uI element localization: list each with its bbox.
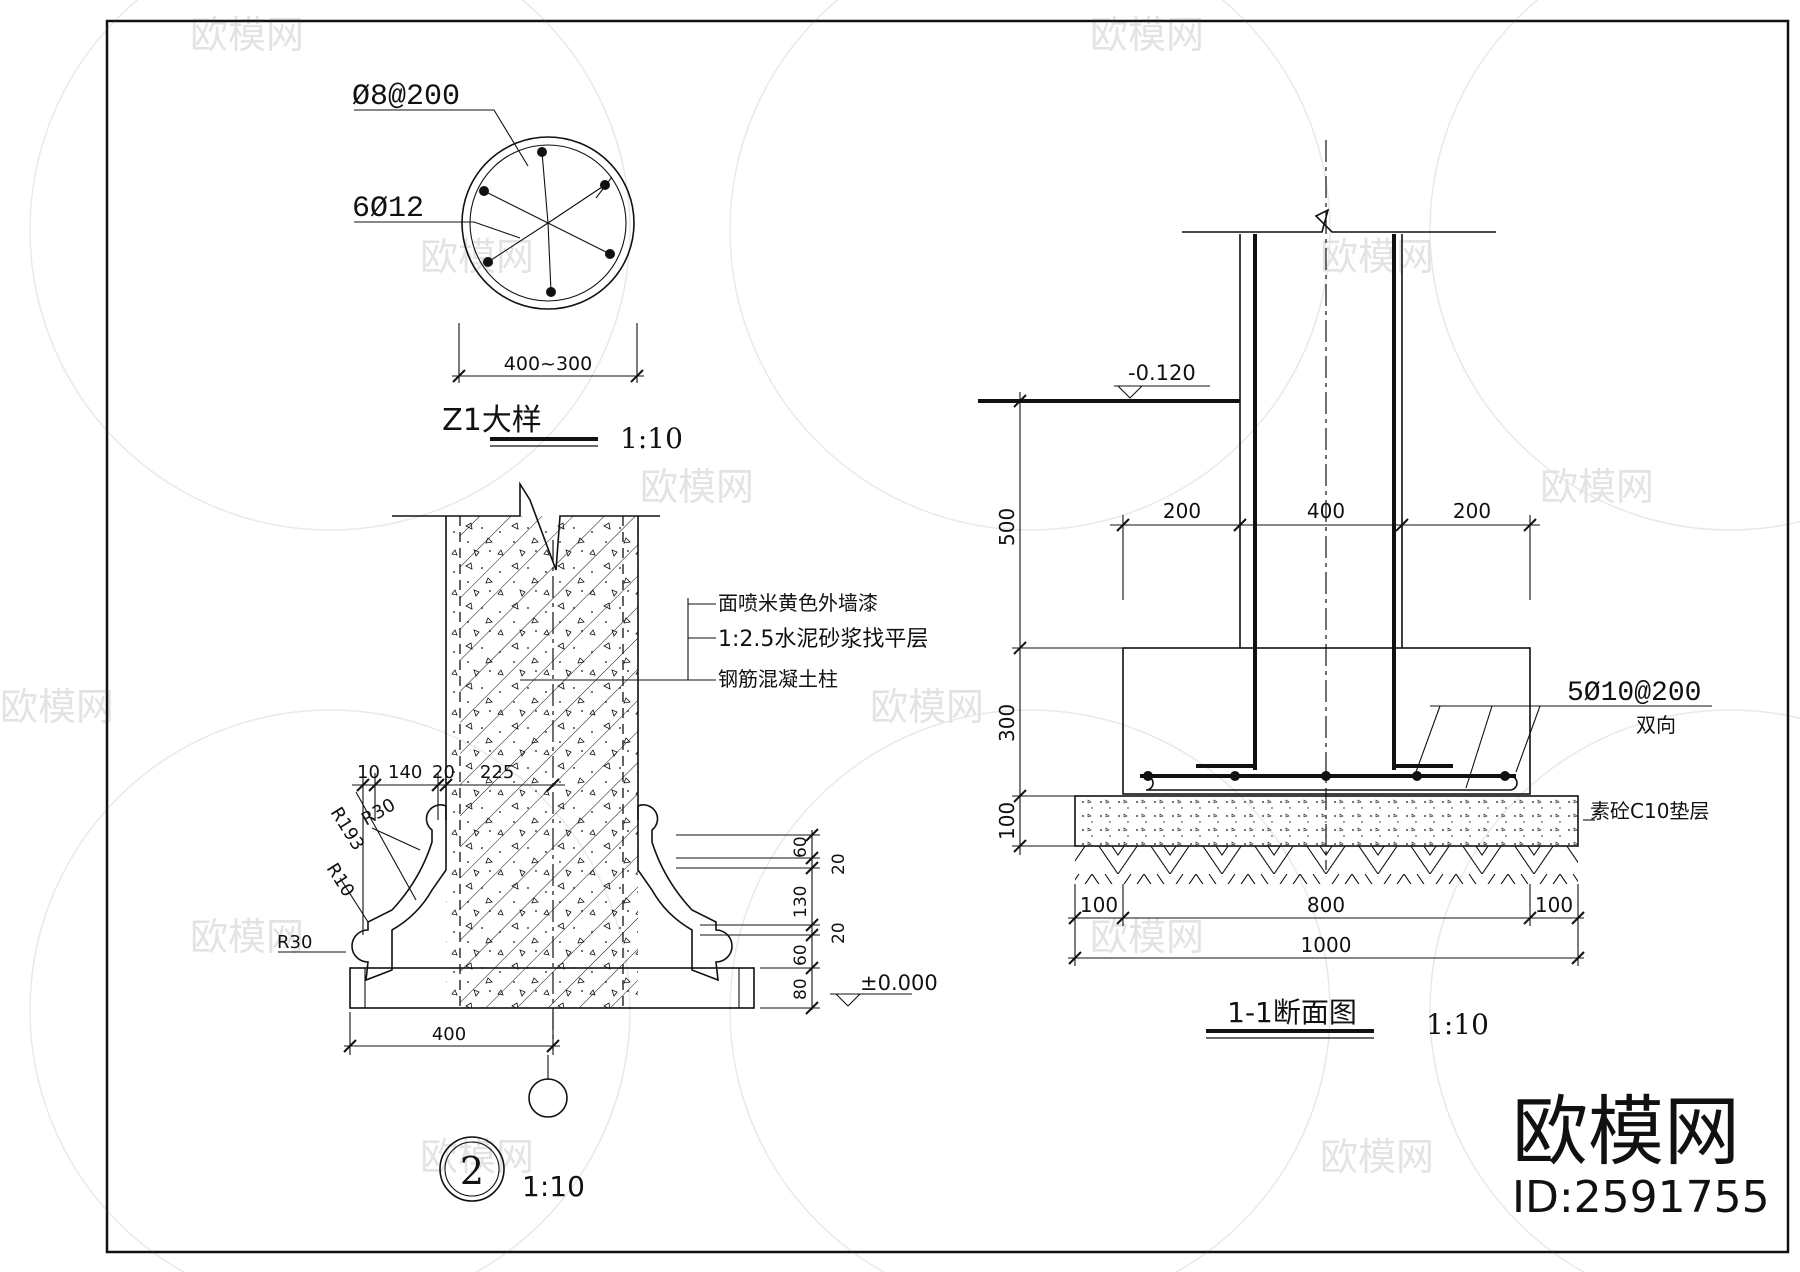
dim-bottom-100-right: 100 — [1535, 893, 1573, 917]
watermark-id: ID:2591755 — [1512, 1172, 1770, 1223]
dim-left-300: 300 — [995, 704, 1019, 742]
detail-number: 2 — [460, 1149, 484, 1193]
detail-z1: Ø8@200 6Ø12 400~300 Z1大样 1:10 — [352, 80, 683, 455]
footing-rebar-label: 5Ø10@200 — [1567, 678, 1701, 709]
footing-rebar-note: 双向 — [1636, 713, 1676, 737]
section-scale: 1:10 — [1426, 1008, 1489, 1041]
watermark-text: 欧模网 — [190, 13, 304, 57]
radius-r10: R10 — [322, 860, 359, 901]
dim-top-200-right: 200 — [1453, 499, 1491, 523]
dim-right-20: 20 — [829, 853, 849, 875]
radius-r30-top: R30 — [358, 794, 399, 830]
z1-stirrup-label: Ø8@200 — [352, 80, 460, 114]
z1-diameter-dim: 400~300 — [504, 353, 592, 375]
dim-top-10: 10 — [357, 762, 380, 783]
dim-top-225: 225 — [480, 762, 514, 783]
dim-left-500: 500 — [995, 508, 1019, 546]
watermark-text: 欧模网 — [640, 465, 754, 509]
level-minus-0120: -0.120 — [1128, 361, 1196, 385]
dim-bottom-400: 400 — [432, 1024, 466, 1045]
watermark-text: 欧模网 — [1090, 13, 1204, 57]
watermark-brand: 欧模网 — [1512, 1087, 1740, 1176]
drawing-frame — [105, 19, 1790, 1254]
watermark-text: 欧模网 — [870, 685, 984, 729]
level-zero: ±0.000 — [860, 971, 938, 995]
section-1-1: -0.120 5Ø10@200 双向 素砼C10垫层 — [978, 140, 1712, 1041]
watermark-block: 欧模网 ID:2591755 — [1512, 1087, 1770, 1223]
dim-top-20: 20 — [432, 762, 455, 783]
watermark-text: 欧模网 — [1320, 235, 1434, 279]
bed-label: 素砼C10垫层 — [1590, 799, 1709, 823]
radius-r30-bottom: R30 — [277, 932, 312, 953]
dim-right-60b: 60 — [791, 944, 811, 966]
note-mortar: 1:2.5水泥砂浆找平层 — [718, 627, 928, 652]
detail-2-column-base: 10 140 20 225 R193 R30 R10 R30 60 20 130… — [277, 481, 938, 1203]
dim-right-130: 130 — [791, 886, 811, 918]
dim-right-60: 60 — [791, 836, 811, 858]
note-paint: 面喷米黄色外墙漆 — [718, 591, 878, 615]
dim-top-400: 400 — [1307, 499, 1345, 523]
dim-bottom-100-left: 100 — [1080, 893, 1118, 917]
dim-top-140: 140 — [388, 762, 422, 783]
dim-top-200-left: 200 — [1163, 499, 1201, 523]
watermark-text: 欧模网 — [1540, 465, 1654, 509]
dim-bottom-800: 800 — [1307, 893, 1345, 917]
section-title: 1-1断面图 — [1227, 996, 1357, 1029]
note-rc-column: 钢筋混凝土柱 — [718, 667, 838, 691]
z1-main-rebar-label: 6Ø12 — [352, 192, 424, 226]
z1-scale: 1:10 — [620, 422, 683, 455]
watermark-text: 欧模网 — [1090, 915, 1204, 959]
dim-total-1000: 1000 — [1301, 933, 1352, 957]
detail-2-scale: 1:10 — [522, 1170, 585, 1203]
watermark-text: 欧模网 — [0, 685, 114, 729]
dim-right-80: 80 — [791, 978, 811, 1000]
z1-title: Z1大样 — [442, 403, 542, 438]
dim-right-20b: 20 — [829, 922, 849, 944]
dim-left-100: 100 — [995, 802, 1019, 840]
watermark-text: 欧模网 — [1320, 1135, 1434, 1179]
